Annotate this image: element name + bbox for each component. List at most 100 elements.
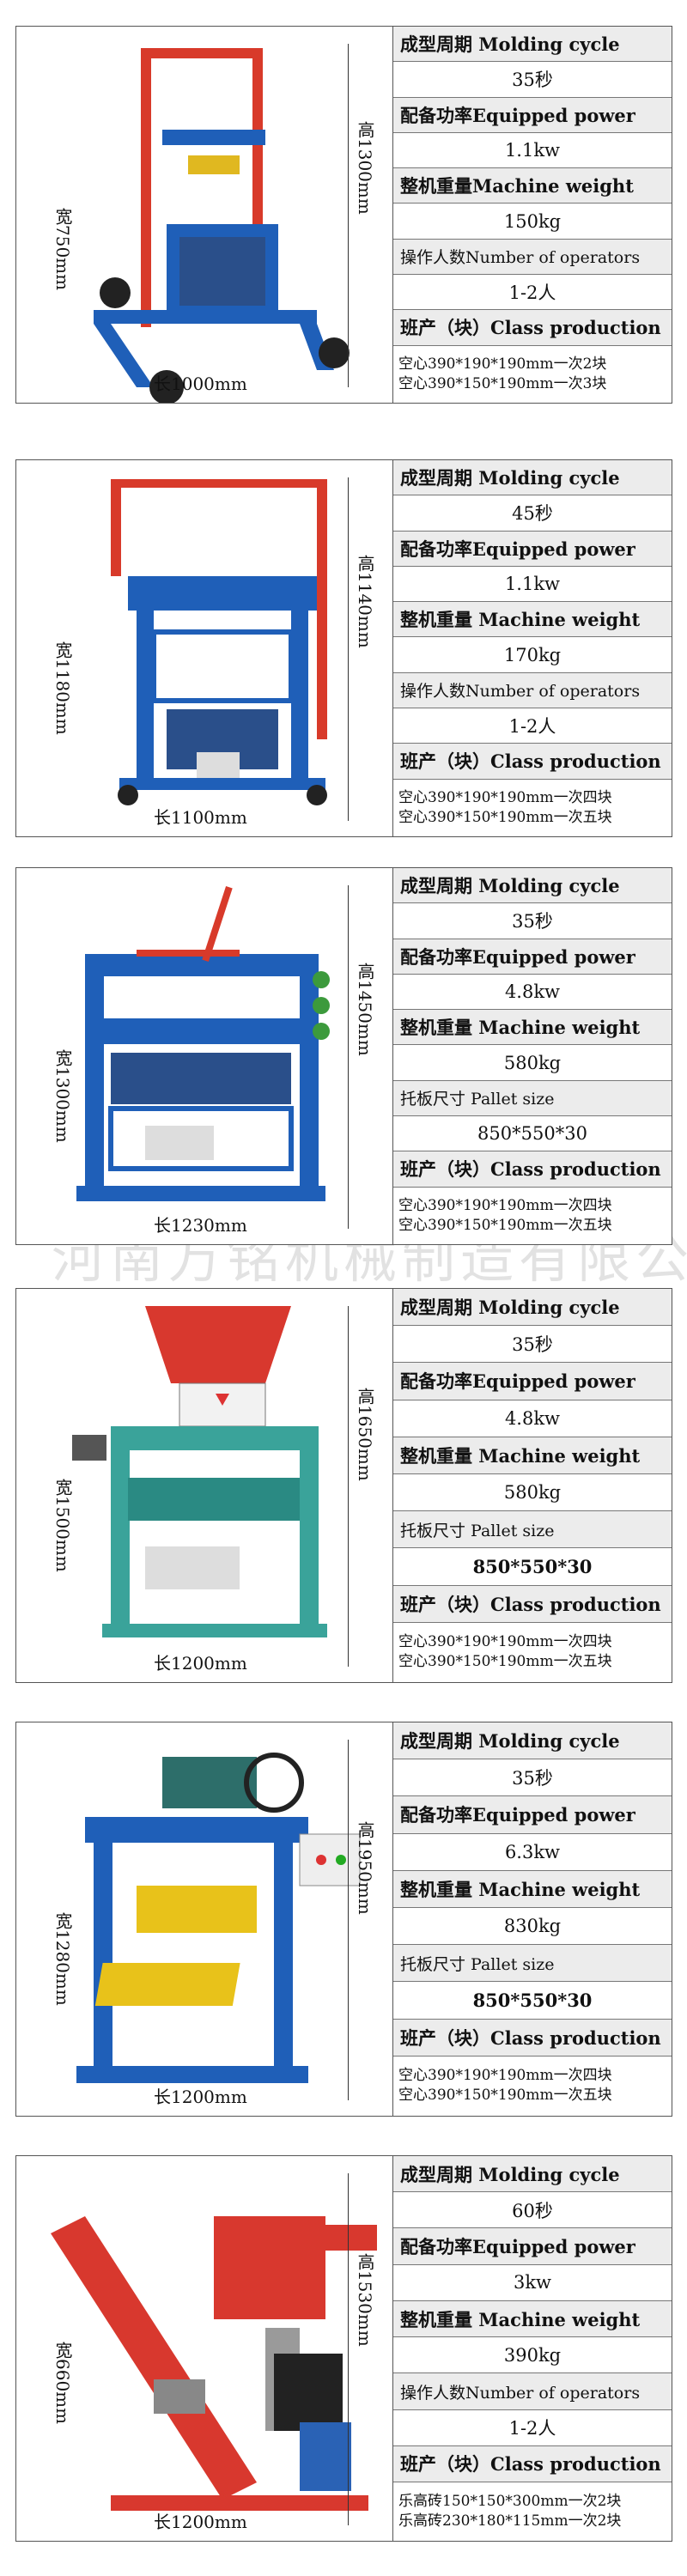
length-dimension: 长1000mm xyxy=(154,374,247,394)
height-dimension-line xyxy=(348,2173,349,2525)
spec-label: 操作人数Number of operators xyxy=(393,2373,672,2410)
spec-label: 成型周期 Molding cycle xyxy=(393,27,672,63)
spec-value: 35秒 xyxy=(393,1326,672,1364)
spec-value: 1.1kw xyxy=(393,132,672,169)
spec-label: 配备功率Equipped power xyxy=(393,531,672,567)
spec-label: 班产（块）Class production xyxy=(393,1585,672,1623)
spec-value: 3kw xyxy=(393,2264,672,2301)
spec-value: 1-2人 xyxy=(393,2409,672,2446)
spec-label: 班产（块）Class production xyxy=(393,1151,672,1188)
spec-label: 配备功率Equipped power xyxy=(393,939,672,975)
spec-production-values: 空心390*190*190mm一次四块空心390*150*190mm一次五块 xyxy=(393,1188,672,1244)
spec-production-values: 空心390*190*190mm一次四块空心390*150*190mm一次五块 xyxy=(393,780,672,836)
width-dimension: 宽1280mm xyxy=(52,1911,73,2006)
spec-label: 整机重量 Machine weight xyxy=(393,1870,672,1908)
spec-value: 390kg xyxy=(393,2337,672,2374)
spec-label: 成型周期 Molding cycle xyxy=(393,1289,672,1327)
height-dimension-line xyxy=(348,44,349,387)
spec-label: 班产（块）Class production xyxy=(393,744,672,780)
machine-illustration xyxy=(76,1753,361,2083)
spec-label: 成型周期 Molding cycle xyxy=(393,460,672,496)
spec-value: 830kg xyxy=(393,1907,672,1946)
spec-label: 成型周期 Molding cycle xyxy=(393,868,672,904)
spec-value: 850*550*30 xyxy=(393,1115,672,1152)
width-dimension: 宽660mm xyxy=(52,2342,73,2425)
width-dimension: 宽1500mm xyxy=(52,1478,73,1572)
machine-illustration xyxy=(51,2216,377,2511)
spec-label: 操作人数Number of operators xyxy=(393,672,672,708)
height-dimension: 高1650mm xyxy=(355,1388,375,1481)
spec-label: 整机重量 Machine weight xyxy=(393,1010,672,1046)
machine-photo: 高1650mm 宽1500mm 长1200mm xyxy=(16,1289,392,1682)
spec-value: 170kg xyxy=(393,637,672,673)
height-dimension-line xyxy=(348,885,349,1229)
spec-value: 6.3kw xyxy=(393,1833,672,1871)
length-dimension: 长1200mm xyxy=(154,1653,247,1674)
width-dimension: 宽750mm xyxy=(52,208,73,291)
spec-value: 35秒 xyxy=(393,62,672,98)
spec-label: 整机重量 Machine weight xyxy=(393,2300,672,2338)
machine-photo: 高1300mm 宽750mm 长1000mm xyxy=(16,27,392,403)
spec-production-values: 乐高砖150*150*300mm一次2块乐高砖230*180*115mm一次2块 xyxy=(393,2482,672,2541)
spec-production-values: 空心390*190*190mm一次2块空心390*150*190mm一次3块 xyxy=(393,346,672,403)
spec-label: 配备功率Equipped power xyxy=(393,97,672,133)
spec-value: 4.8kw xyxy=(393,1400,672,1437)
spec-label: 托板尺寸 Pallet size xyxy=(393,1080,672,1116)
spec-label: 整机重量 Machine weight xyxy=(393,602,672,638)
width-dimension: 宽1180mm xyxy=(52,641,73,736)
spec-value: 4.8kw xyxy=(393,974,672,1011)
machine-illustration xyxy=(72,1306,327,1637)
spec-label: 配备功率Equipped power xyxy=(393,1363,672,1400)
spec-label: 班产（块）Class production xyxy=(393,2019,672,2057)
spec-value: 60秒 xyxy=(393,2192,672,2229)
production-line: 空心390*190*190mm一次四块 xyxy=(398,788,612,806)
height-dimension-line xyxy=(348,1306,349,1667)
spec-value: 1-2人 xyxy=(393,708,672,744)
spec-value: 580kg xyxy=(393,1045,672,1081)
spec-value: 150kg xyxy=(393,204,672,240)
length-dimension: 长1200mm xyxy=(154,2512,247,2532)
spec-label: 成型周期 Molding cycle xyxy=(393,2156,672,2193)
production-line: 空心390*150*190mm一次五块 xyxy=(398,2087,612,2105)
production-line: 空心390*150*190mm一次五块 xyxy=(398,808,612,826)
production-line: 空心390*190*190mm一次四块 xyxy=(398,1633,612,1651)
production-line: 空心390*150*190mm一次五块 xyxy=(398,1216,612,1234)
height-dimension: 高1140mm xyxy=(355,555,375,648)
height-dimension: 高1950mm xyxy=(355,1821,375,1915)
machine-illustration xyxy=(94,48,350,403)
spec-label: 班产（块）Class production xyxy=(393,2445,672,2483)
spec-value: 1-2人 xyxy=(393,274,672,311)
length-dimension: 长1230mm xyxy=(154,1215,247,1236)
spec-value: 850*550*30 xyxy=(393,1982,672,2020)
spec-label: 配备功率Equipped power xyxy=(393,1796,672,1834)
machine-photo: 高1450mm 宽1300mm 长1230mm xyxy=(16,868,392,1244)
spec-value: 45秒 xyxy=(393,495,672,532)
production-line: 空心390*190*190mm一次2块 xyxy=(398,355,607,373)
spec-label: 配备功率Equipped power xyxy=(393,2228,672,2265)
spec-label: 成型周期 Molding cycle xyxy=(393,1722,672,1760)
width-dimension: 宽1300mm xyxy=(52,1049,73,1144)
machine-illustration xyxy=(76,885,330,1201)
spec-value: 1.1kw xyxy=(393,566,672,603)
production-line: 乐高砖230*180*115mm一次2块 xyxy=(398,2512,622,2530)
production-line: 空心390*150*190mm一次五块 xyxy=(398,1653,612,1671)
production-line: 乐高砖150*150*300mm一次2块 xyxy=(398,2493,622,2511)
spec-label: 整机重量Machine weight xyxy=(393,168,672,204)
production-line: 空心390*150*190mm一次3块 xyxy=(398,374,607,392)
spec-label: 托板尺寸 Pallet size xyxy=(393,1511,672,1549)
height-dimension: 高1300mm xyxy=(355,121,375,215)
height-dimension: 高1450mm xyxy=(355,963,375,1056)
